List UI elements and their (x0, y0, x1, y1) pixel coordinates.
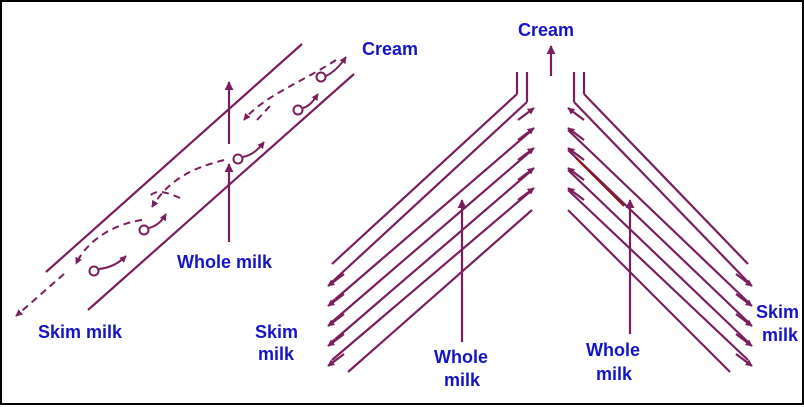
left-skim-milk-label: Skim milk (38, 322, 123, 342)
left-whole-milk-label: Whole milk (177, 252, 273, 272)
right-skim-left-label-line1: Skim (255, 322, 299, 342)
cream-globules (88, 56, 347, 277)
skim-dashed-exit (15, 273, 65, 317)
left-stack-skim-arrows (327, 273, 345, 367)
globule-2 (292, 93, 319, 116)
globule-3 (232, 141, 265, 165)
right-whole-left-label-line1: Whole (434, 347, 488, 367)
left-stack-cream-arrows (517, 107, 535, 201)
skim-dashed-curve-lower (75, 219, 143, 265)
skim-dashed-curve-mid (151, 159, 225, 208)
skim-dashed-small-2 (147, 191, 181, 199)
left-cream-label: Cream (362, 39, 419, 59)
right-disc-stack (567, 93, 749, 373)
right-stack-cream-arrows (567, 107, 585, 201)
skim-dashed-curve-upper (243, 59, 337, 121)
right-cream-label: Cream (518, 20, 575, 40)
right-stack-accent-line (575, 157, 625, 207)
right-whole-left-label-line2: milk (444, 370, 481, 390)
left-disc-stack (331, 93, 533, 373)
globule-5 (88, 255, 127, 277)
globule-1 (315, 56, 347, 83)
skim-milk-path (15, 59, 337, 317)
right-whole-right-label-line1: Whole (586, 340, 640, 360)
right-stack-skim-arrows (735, 273, 753, 367)
right-skim-left-label-line2: milk (258, 344, 295, 364)
left-channel (45, 43, 355, 311)
right-whole-right-label-line2: milk (596, 364, 633, 384)
right-skim-right-label-line1: Skim (756, 302, 800, 322)
cream-outlet (515, 45, 586, 102)
globule-4 (138, 213, 167, 236)
upper-disc-line (45, 43, 303, 273)
lower-disc-line (87, 73, 355, 311)
skim-dashed-small-1 (256, 105, 271, 121)
right-skim-right-label-line2: milk (762, 325, 799, 345)
